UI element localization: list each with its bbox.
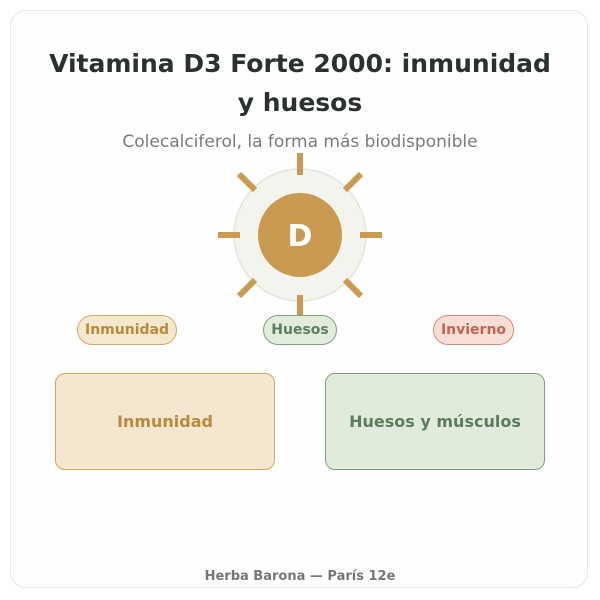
footer-text: Herba Barona — París 12e (204, 569, 396, 584)
benefit-label-huesos: Huesos y músculos (349, 412, 521, 431)
page-title: Vitamina D3 Forte 2000: inmunidad y hues… (49, 49, 551, 117)
sun-disc (258, 193, 342, 277)
benefit-label-inmunidad: Inmunidad (117, 412, 213, 431)
page-subtitle: Colecalciferol, la forma más biodisponib… (122, 132, 478, 152)
tag-huesos: Huesos (263, 315, 337, 345)
sun-rays (218, 153, 382, 317)
benefit-box-huesos: Huesos y músculos (325, 373, 545, 470)
sun-icon: D (218, 153, 382, 317)
tag-inmunidad: Inmunidad (77, 315, 177, 345)
sun-letter: D (288, 219, 313, 254)
tag-invierno: Invierno (433, 315, 514, 345)
benefit-box-inmunidad: Inmunidad (55, 373, 275, 470)
